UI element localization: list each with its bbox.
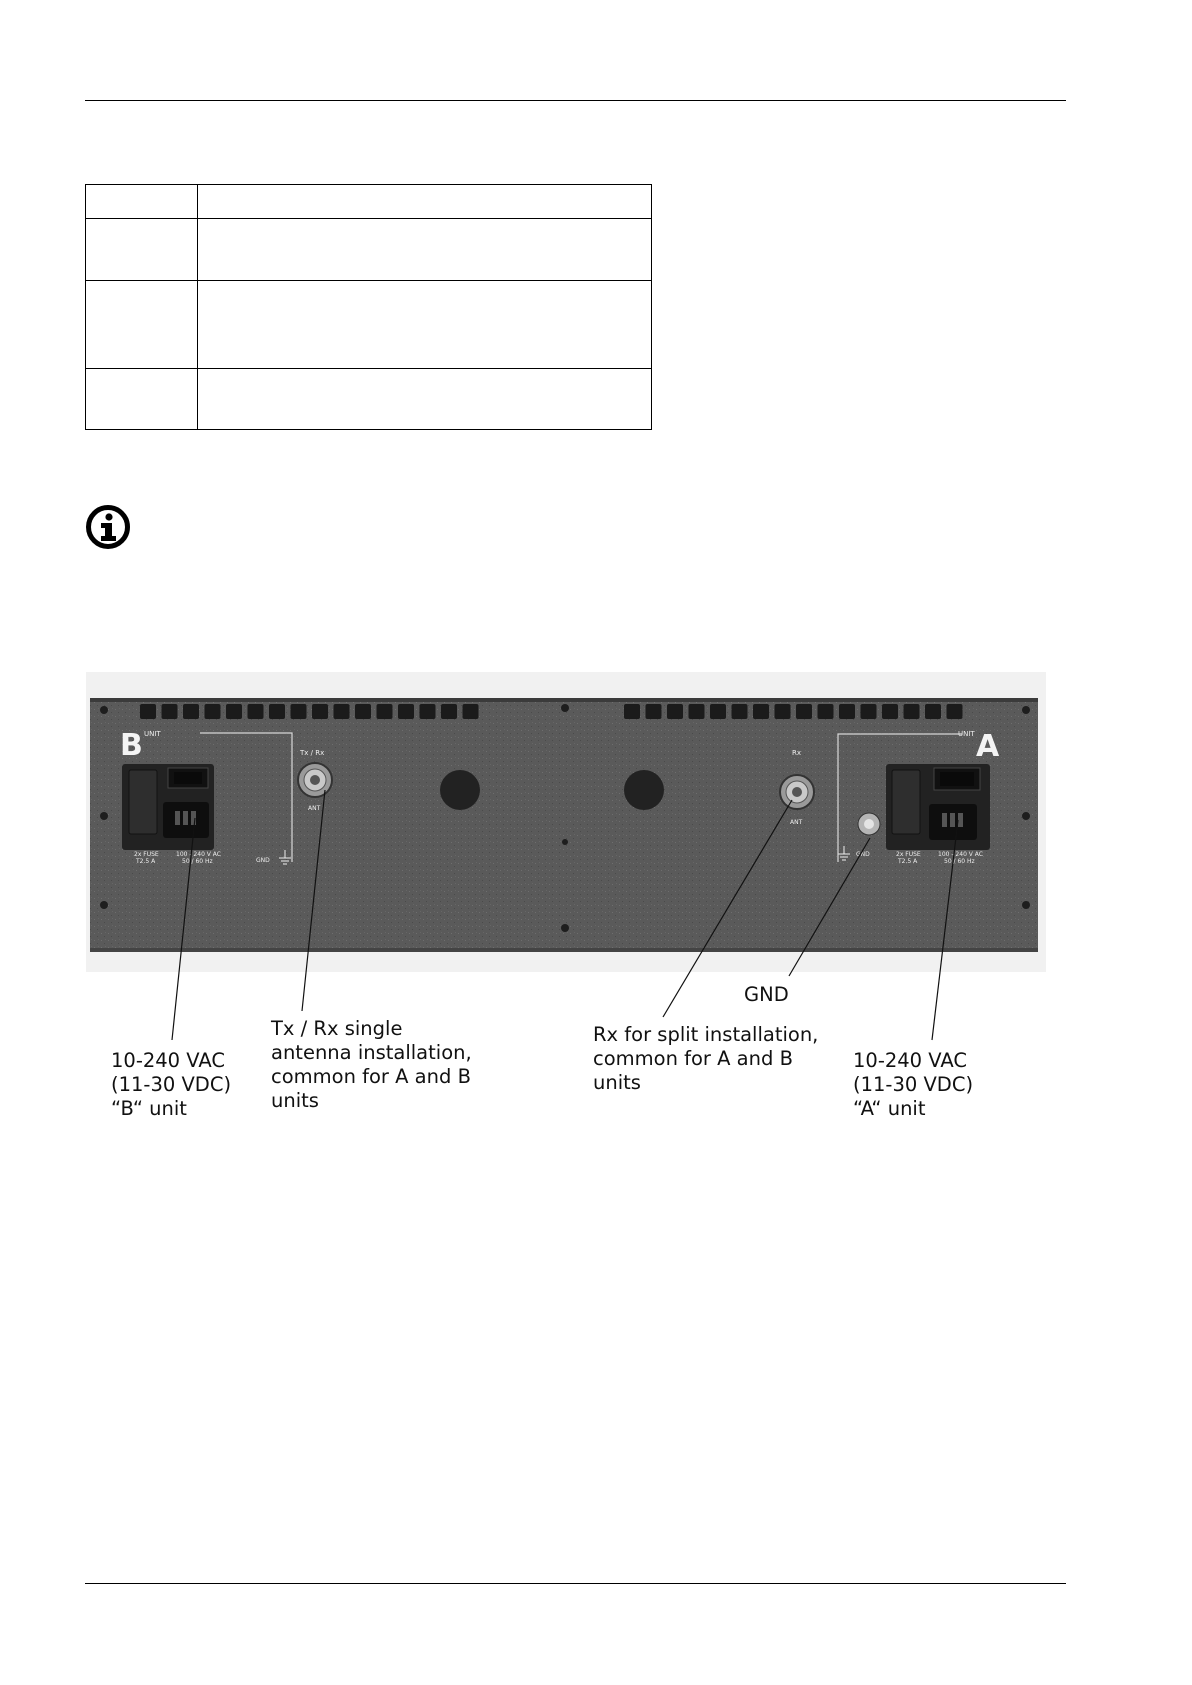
vent-slot xyxy=(377,704,393,719)
unit-a-letter: A xyxy=(976,729,1000,764)
blank-plug-left xyxy=(440,770,480,810)
svg-text:50 / 60 Hz: 50 / 60 Hz xyxy=(944,858,975,865)
header-rule xyxy=(85,100,1066,101)
svg-text:T2.5 A: T2.5 A xyxy=(135,858,156,865)
vent-slot xyxy=(355,704,371,719)
svg-text:2x FUSE: 2x FUSE xyxy=(134,851,159,858)
vent-slot xyxy=(398,704,414,719)
vent-slot xyxy=(732,704,748,719)
vent-slot xyxy=(796,704,812,719)
txrx-connector xyxy=(298,763,332,797)
svg-text:2x FUSE: 2x FUSE xyxy=(896,851,921,858)
table-cell xyxy=(198,219,652,281)
table-row xyxy=(86,185,652,219)
table-cell xyxy=(198,281,652,369)
vent-slot xyxy=(667,704,683,719)
vent-slot xyxy=(753,704,769,719)
table-row xyxy=(86,281,652,369)
gnd-stud-a xyxy=(858,813,880,835)
txrx-port-label: Tx / Rx xyxy=(299,749,324,757)
vent-slot xyxy=(420,704,436,719)
vent-slot xyxy=(947,704,963,719)
vent-slot xyxy=(839,704,855,719)
vent-slot xyxy=(334,704,350,719)
vent-slot xyxy=(904,704,920,719)
svg-text:100 - 240 V AC: 100 - 240 V AC xyxy=(938,851,983,858)
callout-rx-split: Rx for split installation, common for A … xyxy=(593,1023,818,1095)
table-row xyxy=(86,369,652,430)
vent-slot xyxy=(925,704,941,719)
vent-slot xyxy=(775,704,791,719)
unit-b-word: UNIT xyxy=(144,730,161,738)
callout-txrx-antenna: Tx / Rx single antenna installation, com… xyxy=(271,1017,472,1113)
vent-slot xyxy=(140,704,156,719)
gnd-label-b: GND xyxy=(256,857,270,864)
svg-text:ANT: ANT xyxy=(790,819,803,826)
table-cell xyxy=(198,185,652,219)
vent-slot xyxy=(205,704,221,719)
vent-slot xyxy=(312,704,328,719)
table-cell xyxy=(86,219,198,281)
svg-text:100 - 240 V AC: 100 - 240 V AC xyxy=(176,851,221,858)
vent-slot xyxy=(882,704,898,719)
vent-slot xyxy=(463,704,479,719)
svg-text:ANT: ANT xyxy=(308,805,321,812)
table-cell xyxy=(86,281,198,369)
info-icon xyxy=(85,504,131,550)
table-cell xyxy=(86,185,198,219)
table-cell xyxy=(198,369,652,430)
table-row xyxy=(86,219,652,281)
vent-slot xyxy=(291,704,307,719)
rx-connector xyxy=(780,775,814,809)
vent-slot xyxy=(162,704,178,719)
unit-b-letter: B xyxy=(120,728,143,763)
callout-a-unit-power: 10-240 VAC (11-30 VDC) “A“ unit xyxy=(853,1049,973,1121)
svg-text:T2.5 A: T2.5 A xyxy=(897,858,918,865)
callout-b-unit-power: 10-240 VAC (11-30 VDC) “B“ unit xyxy=(111,1049,231,1121)
vent-slot xyxy=(861,704,877,719)
vent-slot xyxy=(183,704,199,719)
spec-table xyxy=(85,184,652,430)
vent-slot xyxy=(689,704,705,719)
footer-rule xyxy=(85,1583,1066,1584)
vent-slot xyxy=(646,704,662,719)
vent-slot xyxy=(710,704,726,719)
table-cell xyxy=(86,369,198,430)
callout-gnd: GND xyxy=(744,983,789,1007)
vent-slot xyxy=(248,704,264,719)
svg-text:50 / 60 Hz: 50 / 60 Hz xyxy=(182,858,213,865)
rear-panel-figure: B UNIT 2x FUSE T2.5 A 100 - 240 V AC 50 … xyxy=(86,672,1046,972)
rx-port-label: Rx xyxy=(792,749,801,757)
vent-slot xyxy=(269,704,285,719)
vent-slot xyxy=(441,704,457,719)
vent-slot xyxy=(818,704,834,719)
gnd-label-a: GND xyxy=(856,851,870,858)
unit-a-word: UNIT xyxy=(958,730,975,738)
vent-slot xyxy=(624,704,640,719)
blank-plug-right xyxy=(624,770,664,810)
vent-slot xyxy=(226,704,242,719)
